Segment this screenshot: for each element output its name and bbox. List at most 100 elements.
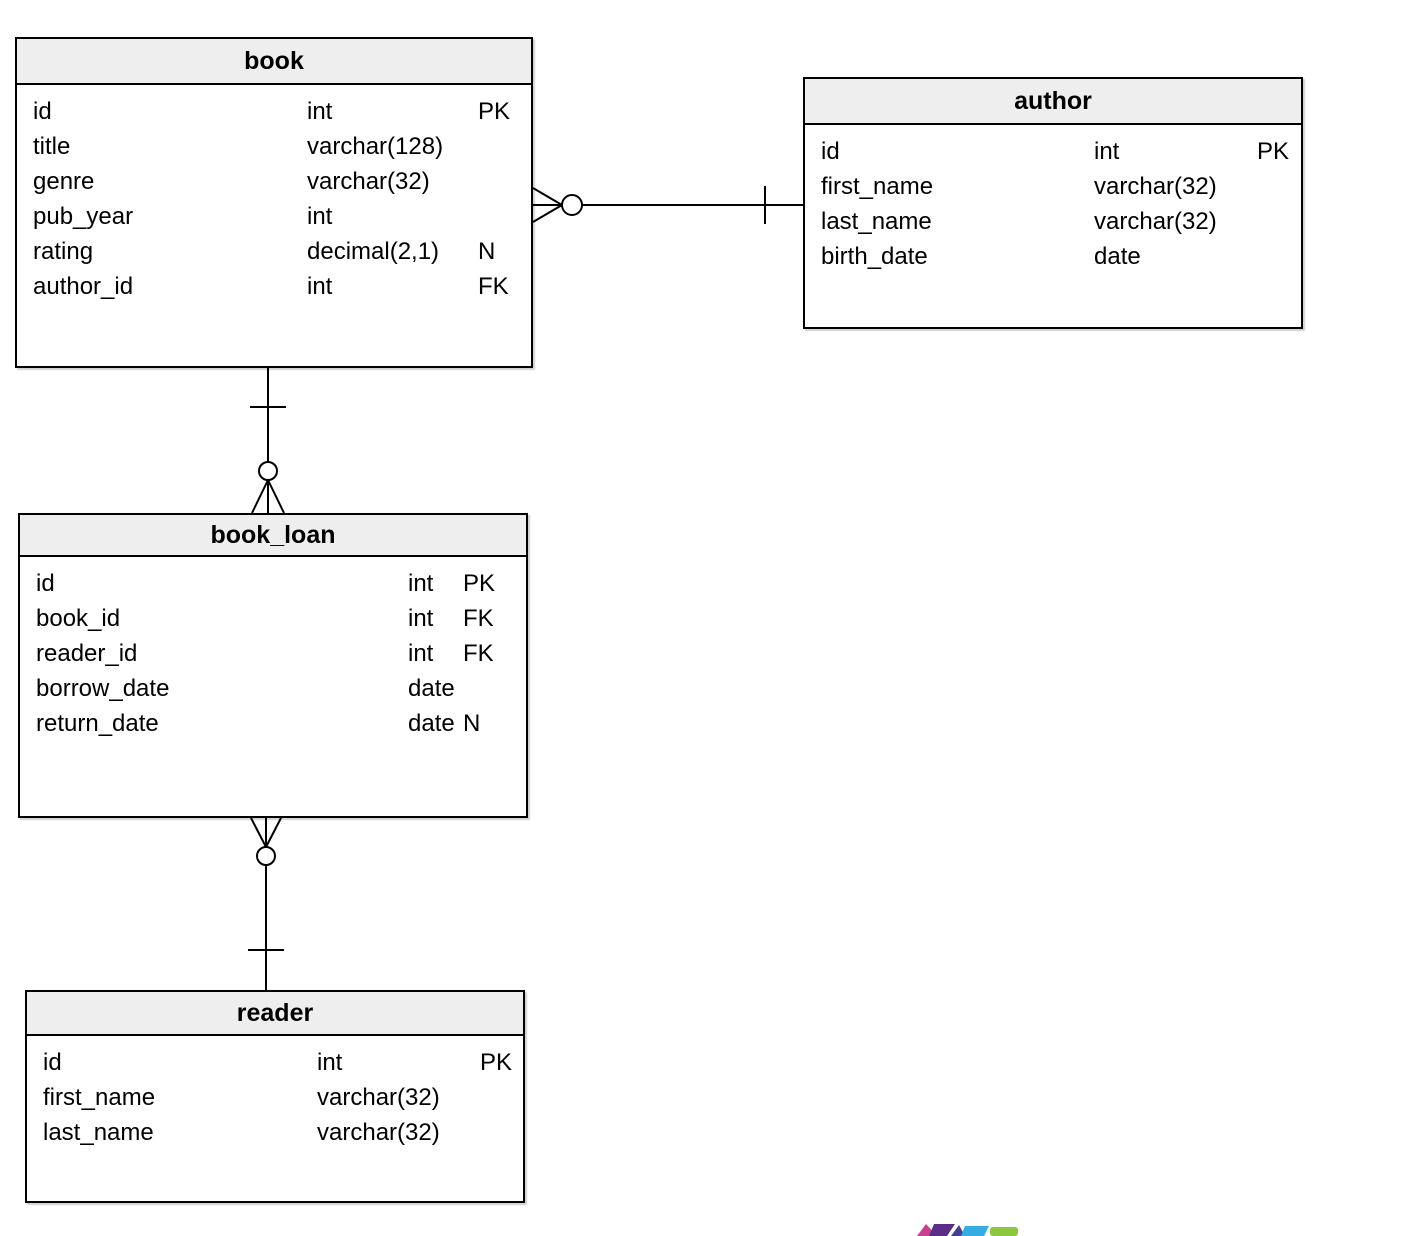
table-field-row: title varchar(128) [17,129,531,164]
field-name: author_id [33,273,134,300]
field-name: genre [33,168,95,195]
watermark-logo [917,1224,1018,1236]
field-name: book_id [36,605,121,632]
table-book-loan-header: book_loan [20,515,526,557]
field-name: birth_date [821,243,928,270]
field-name: borrow_date [36,675,170,702]
table-title: book [244,46,304,75]
field-name: title [33,133,71,160]
field-type: int [307,203,333,230]
field-attr [478,129,531,164]
table-field-row: book_id int FK [20,601,526,636]
field-name: last_name [821,208,932,235]
table-reader-header: reader [27,992,523,1036]
table-field-row: first_name varchar(32) [805,169,1301,204]
watermark-shape-indigo [951,1225,965,1236]
crow-foot-many-icon [250,817,282,848]
field-type: varchar(32) [1094,208,1217,235]
field-name: first_name [43,1084,156,1111]
relationship-bookloan-reader[interactable] [248,817,284,990]
field-name: rating [33,238,94,265]
field-type: varchar(32) [317,1119,440,1146]
table-title: author [1014,86,1092,115]
field-type: varchar(128) [307,133,444,160]
field-attr: N [478,238,496,265]
table-field-row: last_name varchar(32) [805,204,1301,239]
field-attr [480,1115,523,1150]
table-title: reader [236,998,314,1027]
watermark-shape-purple [929,1224,955,1236]
relationship-book-author[interactable] [532,186,803,224]
field-attr: PK [480,1049,513,1076]
field-type: int [1094,138,1120,165]
table-field-row: reader_id int FK [20,636,526,671]
watermark-shape-lightblue [961,1226,989,1236]
field-name: reader_id [36,640,138,667]
field-name: return_date [36,710,159,737]
field-attr [1257,239,1301,274]
table-reader-fields: id int PK first_name varchar(32) last_name var… [27,1036,523,1150]
table-field-row: id int PK [20,566,526,601]
table-field-row: id int PK [17,94,531,129]
field-type: int [408,570,434,597]
table-field-row: id int PK [805,134,1301,169]
field-type: date [408,710,455,737]
field-name: first_name [821,173,934,200]
table-field-row: rating decimal(2,1) N [17,234,531,269]
field-type: int [408,640,434,667]
field-attr [480,1080,523,1115]
table-field-row: return_date date N [20,706,526,741]
field-attr: PK [1257,138,1290,165]
table-field-row: last_name varchar(32) [27,1115,523,1150]
watermark-shape-green [990,1227,1018,1236]
relationship-book-bookloan[interactable] [250,368,286,514]
field-attr: N [463,710,481,737]
field-attr [463,671,526,706]
field-attr: PK [463,570,496,597]
field-type: varchar(32) [307,168,430,195]
field-attr [478,199,531,234]
field-type: int [307,273,333,300]
table-field-row: id int PK [27,1045,523,1080]
table-author-fields: id int PK first_name varchar(32) last_name var… [805,125,1301,274]
field-attr [478,164,531,199]
table-field-row: borrow_date date [20,671,526,706]
field-type: date [408,675,455,702]
table-book-header: book [17,39,531,85]
field-name: last_name [43,1119,154,1146]
field-type: int [408,605,434,632]
table-title: book_loan [210,520,336,549]
field-type: int [317,1049,343,1076]
field-name: id [36,570,55,597]
field-type: int [307,98,333,125]
field-type: varchar(32) [1094,173,1217,200]
zero-circle-icon [256,846,276,866]
field-name: id [33,98,52,125]
crow-foot-many-icon [251,479,285,514]
field-attr: FK [463,640,494,667]
table-field-row: first_name varchar(32) [27,1080,523,1115]
field-name: id [821,138,840,165]
field-name: id [43,1049,62,1076]
field-type: date [1094,243,1141,270]
zero-circle-icon [258,461,278,481]
field-attr [1257,204,1301,239]
table-book-fields: id int PK title varchar(128) genre varchar(32)… [17,85,531,304]
table-book[interactable]: book id int PK title varchar(128) genre varcha… [15,37,533,368]
field-type: decimal(2,1) [307,238,440,265]
field-attr: PK [478,98,511,125]
field-attr: FK [463,605,494,632]
zero-circle-icon [561,194,583,216]
field-attr [1257,169,1301,204]
field-type: varchar(32) [317,1084,440,1111]
table-author-header: author [805,79,1301,125]
crow-foot-many-icon [532,187,563,223]
